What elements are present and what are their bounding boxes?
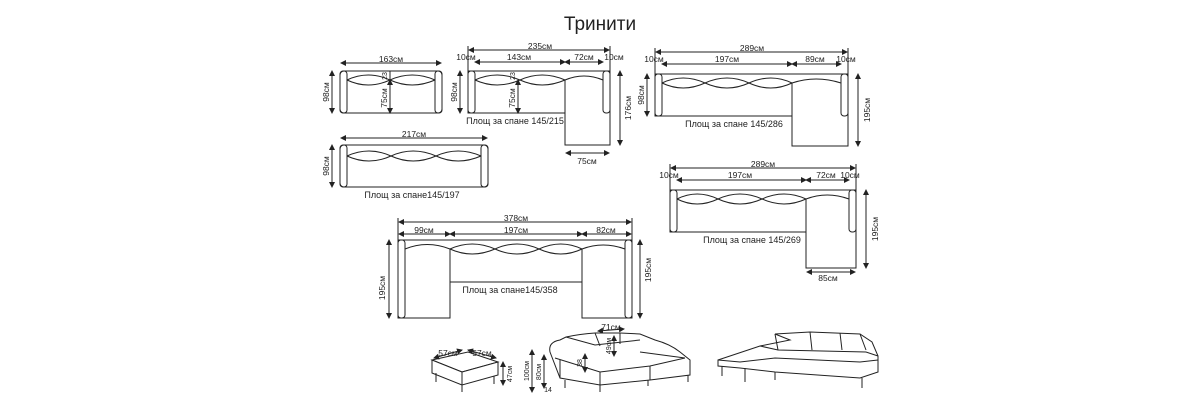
corner-c-total: 235см: [528, 41, 552, 51]
sofa-a-arm: 23: [382, 72, 389, 80]
pouf-diagram: 57см 57см 47см: [430, 348, 514, 392]
u-sofa-left: 99см: [414, 225, 434, 235]
corner-d-left: 10см: [644, 54, 664, 64]
u-sofa-right: 82см: [596, 225, 616, 235]
persp-seat-depth: 49см: [606, 338, 613, 354]
persp-height-80: 80см: [536, 364, 543, 380]
corner-e-left: 10см: [659, 170, 679, 180]
u-sofa-mid: 197см: [504, 225, 528, 235]
u-sofa-caption: Площ за спане145/358: [462, 285, 557, 295]
corner-d-chaise: 89см: [805, 54, 825, 64]
corner-c-seat: 75см: [507, 88, 517, 108]
corner-e-chaise: 72см: [816, 170, 836, 180]
persp-leg: 14: [544, 387, 552, 394]
pouf-height: 47см: [507, 366, 514, 382]
corner-e-caption: Площ за спане 145/269: [703, 235, 801, 245]
corner-d-height: 98см: [636, 85, 646, 105]
corner-d-mid: 197см: [715, 54, 739, 64]
corner-c-arm: 23: [510, 72, 517, 80]
corner-e-depth: 195см: [870, 217, 880, 241]
pouf-width: 57см: [438, 348, 458, 358]
persp-back-width: 71см: [601, 322, 621, 332]
u-sofa-diagram: 378см 99см 197см 82см 195см 195см Площ з…: [377, 213, 653, 319]
perspective-sofa-1: 71см 100см 80см 49см 38 14: [524, 322, 691, 394]
corner-d-right: 10см: [836, 54, 856, 64]
corner-c-caption: Площ за спане 145/215: [466, 116, 564, 126]
sofa-a-height: 98см: [321, 82, 331, 102]
corner-d-caption: Площ за спане 145/286: [685, 119, 783, 129]
corner-c-chaise: 72см: [574, 52, 594, 62]
corner-c-diagram: 235см 10см 143см 72см 10см 98см 75см 23 …: [449, 41, 633, 166]
corner-c-chaise-w: 75см: [577, 156, 597, 166]
sofa-b-width: 217см: [402, 129, 426, 139]
corner-c-right: 10см: [604, 52, 624, 62]
persp-height-100: 100см: [524, 361, 531, 381]
perspective-sofa-2: [717, 331, 879, 388]
u-sofa-depth-left: 195см: [377, 276, 387, 300]
corner-e-diagram: 289см 10см 197см 72см 10см 195см 85см Пл…: [659, 159, 880, 283]
corner-c-height: 98см: [449, 82, 459, 102]
u-sofa-total: 378см: [504, 213, 528, 223]
sofa-a-diagram: 163см 98см 75см 23: [321, 54, 443, 114]
persp-cushion: 38: [577, 359, 584, 367]
corner-d-total: 289см: [740, 43, 764, 53]
corner-d-depth: 195см: [862, 98, 872, 122]
sofa-a-seat: 75см: [379, 88, 389, 108]
corner-c-left: 10см: [456, 52, 476, 62]
sofa-b-caption: Площ за спане145/197: [364, 190, 459, 200]
corner-e-right: 10см: [840, 170, 860, 180]
u-sofa-depth-right: 195см: [643, 258, 653, 282]
page-title: Тринити: [563, 14, 637, 35]
corner-d-diagram: 289см 10см 197см 89см 10см 98см 195см Пл…: [636, 43, 872, 147]
corner-e-mid: 197см: [728, 170, 752, 180]
corner-c-depth: 176см: [623, 96, 633, 120]
corner-e-chaise-w: 85см: [818, 273, 838, 283]
sofa-a-width: 163см: [379, 54, 403, 64]
corner-c-mid: 143см: [507, 52, 531, 62]
sofa-b-height: 98см: [321, 156, 331, 176]
sofa-b-diagram: 217см 98см Площ за спане145/197: [321, 129, 489, 200]
pouf-depth: 57см: [472, 348, 492, 358]
corner-e-total: 289см: [751, 159, 775, 169]
